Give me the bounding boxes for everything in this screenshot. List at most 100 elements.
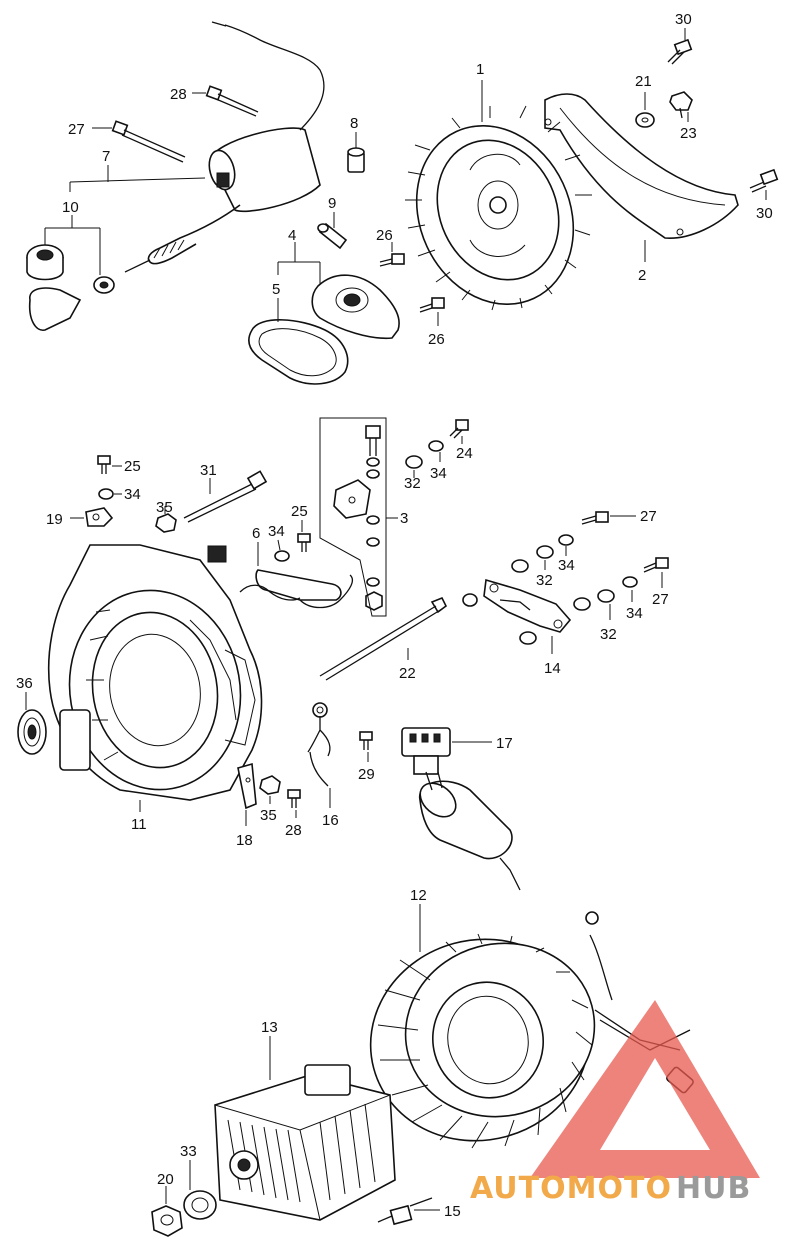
callout-1: 1	[476, 61, 484, 78]
callout-35: 35	[156, 499, 173, 516]
callout-8: 8	[350, 115, 358, 132]
callout-20: 20	[157, 1171, 174, 1188]
callout-3: 3	[400, 510, 408, 527]
callout-21: 21	[635, 73, 652, 90]
callout-17: 17	[496, 735, 513, 752]
gasket-5	[248, 319, 349, 385]
callout-28b: 28	[285, 822, 302, 839]
stator-12	[369, 911, 694, 1149]
bolt-28-top	[205, 85, 259, 117]
rotor-13	[214, 1064, 396, 1221]
bolt-23	[669, 91, 693, 119]
callout-7: 7	[102, 148, 110, 165]
screw-25-mid	[297, 533, 311, 552]
fan-shroud-2	[544, 93, 739, 239]
callout-35b: 35	[260, 807, 277, 824]
callout-13: 13	[261, 1019, 278, 1036]
stud-22	[319, 596, 448, 681]
callout-34b: 34	[268, 523, 285, 540]
washer-34-upper	[428, 440, 444, 452]
callout-24: 24	[456, 445, 473, 462]
bolt-30-right	[749, 168, 779, 193]
screw-26-upper	[379, 253, 405, 267]
screw-27-upper	[581, 511, 609, 525]
callout-32c: 32	[600, 626, 617, 643]
bracket-group-outline	[319, 417, 387, 617]
callout-34: 34	[124, 486, 141, 503]
washer-34-lower	[622, 576, 638, 588]
callout-27c: 27	[652, 591, 669, 608]
bolt-30-top	[667, 38, 693, 65]
callout-22: 22	[399, 665, 416, 682]
callout-32b: 32	[536, 572, 553, 589]
callout-34d: 34	[558, 557, 575, 574]
callout-9: 9	[328, 195, 336, 212]
callout-23: 23	[680, 125, 697, 142]
callout-31: 31	[200, 462, 217, 479]
callout-27b: 27	[640, 508, 657, 525]
callout-25: 25	[124, 458, 141, 475]
callout-12: 12	[410, 887, 427, 904]
exciter-coil-6	[239, 569, 354, 609]
callout-34c: 34	[430, 465, 447, 482]
callout-25b: 25	[291, 503, 308, 520]
screw-29	[359, 731, 373, 750]
nut-20	[151, 1205, 183, 1237]
washer-34-right	[558, 534, 574, 546]
callout-28: 28	[170, 86, 187, 103]
watermark-logo	[530, 1000, 760, 1180]
pulser-plate-4	[311, 274, 400, 340]
callout-5: 5	[272, 281, 280, 298]
callout-33: 33	[180, 1143, 197, 1160]
nut-35-upper	[155, 513, 177, 533]
screw-28-lower	[287, 789, 301, 808]
watermark-brand-part2: HUB	[676, 1171, 751, 1206]
screw-24	[449, 419, 469, 439]
washer-34-mid	[274, 550, 290, 562]
callout-18: 18	[236, 832, 253, 849]
callout-4: 4	[288, 227, 296, 244]
screw-27-lower	[643, 557, 669, 573]
ground-wire-16	[307, 702, 331, 787]
callout-2: 2	[638, 267, 646, 284]
callout-26: 26	[376, 227, 393, 244]
connector-17	[401, 727, 451, 775]
spark-plug-cap-10	[26, 244, 115, 331]
washer-33	[183, 1190, 217, 1220]
clip-19	[85, 507, 114, 527]
nut-35-lower	[259, 775, 281, 795]
washer-34-left	[98, 488, 114, 500]
bearing-36	[17, 709, 47, 755]
callout-10: 10	[62, 199, 79, 216]
callout-32: 32	[404, 475, 421, 492]
callout-30b: 30	[756, 205, 773, 222]
bracket-assembly-3	[333, 425, 383, 611]
washer-32-right-b	[536, 545, 554, 559]
flywheel-fan-1	[405, 105, 592, 311]
callout-36: 36	[16, 675, 33, 692]
long-bolt-31	[183, 470, 268, 523]
washer-32-lower	[573, 597, 591, 611]
clip-15	[377, 1197, 433, 1226]
screw-25-left	[97, 455, 111, 474]
bracket-14	[483, 578, 572, 645]
callout-6: 6	[252, 525, 260, 542]
stator-housing-11	[47, 544, 263, 801]
callout-19: 19	[46, 511, 63, 528]
clip-18	[237, 762, 257, 810]
callout-15: 15	[444, 1203, 461, 1220]
washer-32-upper	[405, 455, 423, 469]
callout-27: 27	[68, 121, 85, 138]
leader-34b	[277, 539, 281, 551]
callout-14: 14	[544, 660, 561, 677]
callout-29: 29	[358, 766, 375, 783]
callout-16: 16	[322, 812, 339, 829]
screw-26-lower	[419, 297, 445, 313]
ignition-coil-7	[124, 21, 325, 273]
callout-34e: 34	[626, 605, 643, 622]
watermark-brand-part1: AUTOMOTO	[470, 1171, 672, 1206]
callout-11: 11	[131, 816, 147, 833]
washer-32-right-a	[511, 559, 529, 573]
wire-sleeve	[419, 771, 521, 891]
